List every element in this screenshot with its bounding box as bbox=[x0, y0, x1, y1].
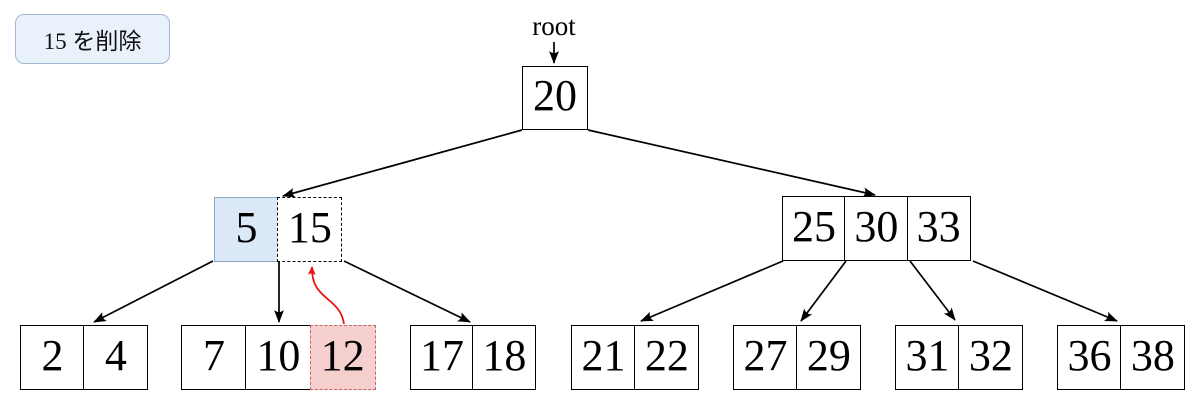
root-pointer-label: root bbox=[532, 11, 576, 41]
operation-caption-text: 15 を削除 bbox=[43, 29, 142, 54]
edge-right-to-leaf-27-29 bbox=[800, 260, 847, 322]
edge-right-to-leaf-31-32 bbox=[909, 260, 956, 321]
node-cell-29: 29 bbox=[796, 325, 862, 390]
node-cell-17: 17 bbox=[410, 325, 474, 390]
node-cell-2: 2 bbox=[20, 325, 85, 390]
edge-root-to-left-child bbox=[282, 129, 523, 198]
node-cell-22: 22 bbox=[634, 325, 700, 390]
operation-caption-box: 15 を削除 bbox=[15, 14, 170, 64]
node-cell-32: 32 bbox=[958, 325, 1024, 390]
node-cell-21: 21 bbox=[571, 325, 636, 390]
edge-left-to-leaf-17-18 bbox=[343, 260, 471, 323]
node-cell-31: 31 bbox=[895, 325, 960, 390]
edge-left-to-leaf-2-4 bbox=[93, 260, 214, 323]
move-12-to-15-arrow bbox=[307, 266, 345, 325]
node-cell-38: 38 bbox=[1120, 325, 1186, 390]
node-cell-4: 4 bbox=[83, 325, 149, 390]
node-cell-20: 20 bbox=[522, 66, 588, 130]
node-cell-10: 10 bbox=[245, 325, 312, 390]
node-cell-33: 33 bbox=[906, 196, 971, 261]
node-cell-5: 5 bbox=[214, 197, 279, 262]
edge-right-to-leaf-21-22 bbox=[640, 260, 784, 322]
edge-right-to-leaf-36-38 bbox=[972, 260, 1118, 322]
edge-root-to-right-child bbox=[587, 129, 876, 198]
root-node: 20 bbox=[522, 66, 588, 130]
node-cell-18: 18 bbox=[472, 325, 537, 390]
node-cell-7: 7 bbox=[181, 325, 247, 390]
node-cell-25: 25 bbox=[782, 196, 846, 261]
node-cell-36: 36 bbox=[1057, 325, 1122, 390]
node-cell-15: 15 bbox=[277, 197, 343, 262]
node-cell-27: 27 bbox=[733, 325, 798, 390]
node-cell-30: 30 bbox=[844, 196, 909, 261]
node-cell-12: 12 bbox=[309, 325, 376, 390]
